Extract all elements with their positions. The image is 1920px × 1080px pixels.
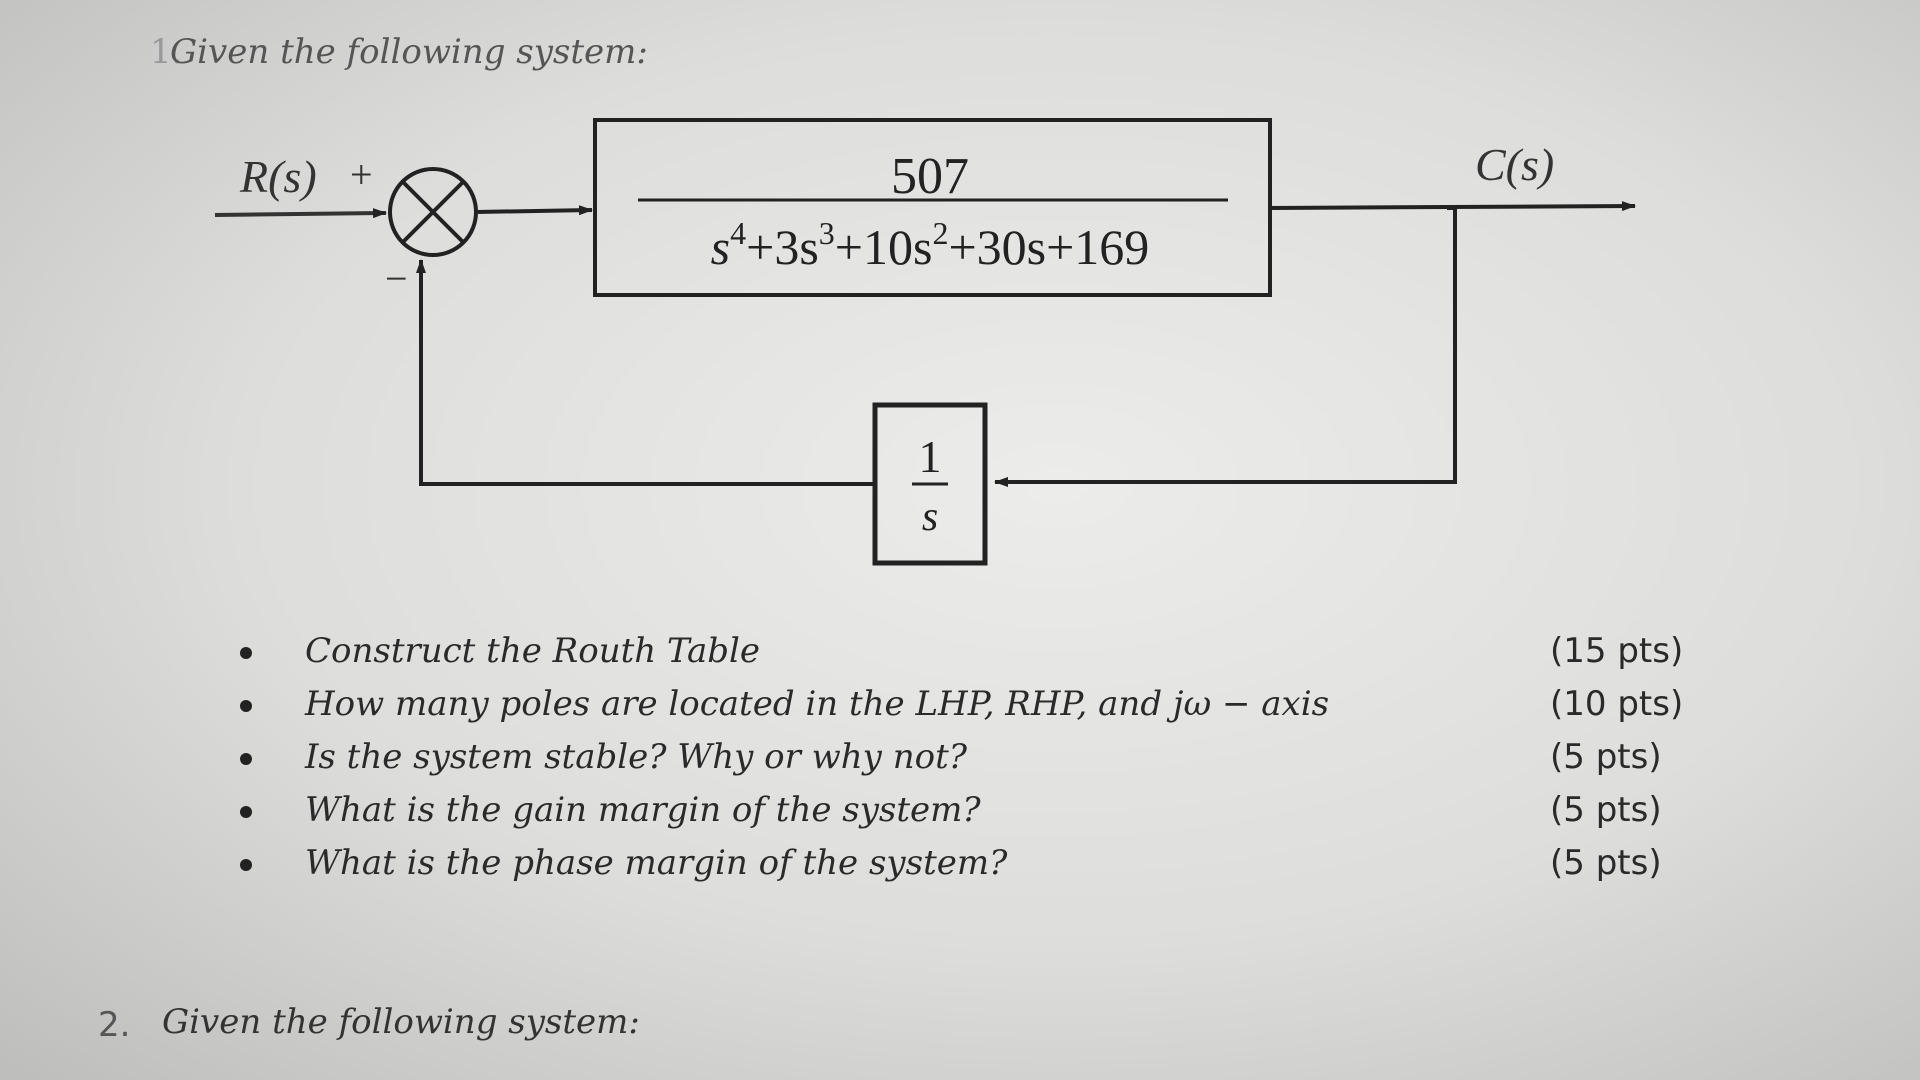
task-points: (15 pts) — [1550, 631, 1684, 671]
feedback-numerator: 1 — [919, 431, 942, 482]
task-text: What is the gain margin of the system? — [305, 790, 981, 830]
feedback-denominator: s — [922, 494, 938, 540]
list-item: Construct the Routh Table (15 pts) — [240, 625, 1720, 678]
input-arrow — [214, 208, 387, 219]
feedback-path-left — [416, 259, 875, 486]
bullet-icon — [240, 859, 252, 871]
task-text: How many poles are located in the LHP, R… — [305, 684, 1330, 724]
task-text: What is the phase margin of the system? — [305, 843, 1008, 883]
list-item: How many poles are located in the LHP, R… — [240, 678, 1720, 731]
plus-sign: + — [350, 152, 373, 197]
input-label: R(s) — [239, 151, 317, 202]
task-text: Construct the Routh Table — [305, 631, 761, 671]
task-points: (10 pts) — [1550, 684, 1684, 724]
bullet-icon — [240, 647, 252, 659]
bullet-icon — [240, 753, 252, 765]
output-label: C(s) — [1475, 139, 1554, 190]
forward-denominator: s4+3s3+10s2+30s+169 — [711, 215, 1150, 275]
task-points: (5 pts) — [1550, 843, 1662, 883]
task-text: Is the system stable? Why or why not? — [305, 737, 967, 777]
task-list: Construct the Routh Table (15 pts) How m… — [240, 625, 1720, 890]
feedback-path-right — [994, 206, 1457, 487]
forward-numerator: 507 — [891, 148, 969, 205]
minus-sign: − — [385, 256, 408, 301]
list-item: Is the system stable? Why or why not? (5… — [240, 731, 1720, 784]
question-heading: Given the following system: — [170, 32, 648, 72]
forward-block: 507 s4+3s3+10s2+30s+169 — [593, 118, 1272, 297]
bullet-icon — [240, 700, 252, 712]
summing-junction — [388, 167, 478, 257]
sum-to-plant-arrow — [475, 205, 593, 216]
feedback-block: 1 s — [872, 402, 988, 566]
question-number: 1. — [150, 32, 183, 72]
bullet-icon — [240, 806, 252, 818]
list-item: What is the phase margin of the system? … — [240, 837, 1720, 890]
question-number: 2. — [98, 1005, 131, 1045]
task-points: (5 pts) — [1550, 737, 1662, 777]
task-points: (5 pts) — [1550, 790, 1662, 830]
question-heading: Given the following system: — [162, 1002, 640, 1042]
list-item: What is the gain margin of the system? (… — [240, 784, 1720, 837]
